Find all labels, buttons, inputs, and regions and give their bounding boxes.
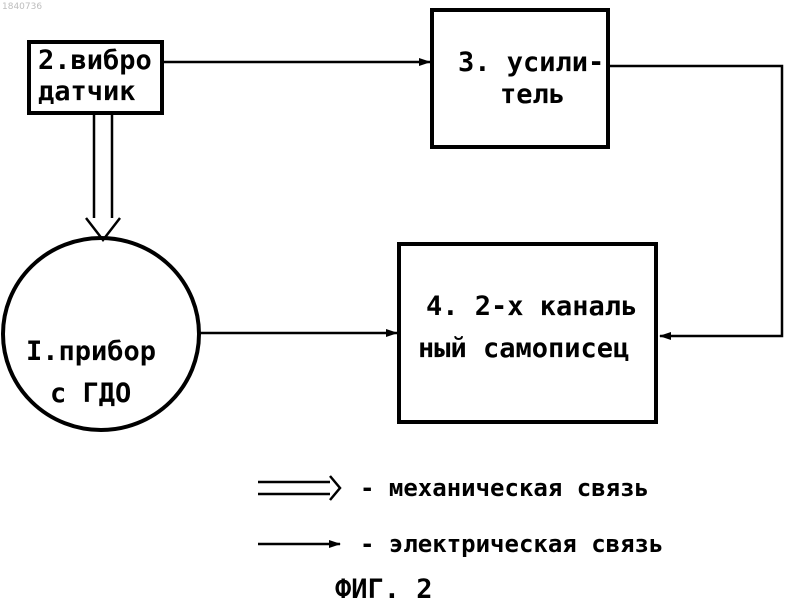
sensor-label-line2: датчик (38, 76, 136, 108)
legend-electrical-text: - электрическая связь (360, 530, 663, 558)
document-id: 1840736 (2, 2, 42, 12)
legend-mechanical-symbol (258, 476, 340, 500)
mechanical-link-sensor-to-device (86, 113, 120, 240)
recorder-label-line2: ный самописец (418, 333, 629, 365)
legend-mechanical-text: - механическая связь (360, 474, 649, 502)
device-label-line2: с ГДО (50, 378, 131, 410)
recorder-label-line1: 4. 2-х каналь (426, 291, 637, 323)
device-label-line1: I.прибор (26, 336, 156, 368)
amplifier-label-line2: тель (500, 79, 565, 111)
amplifier-label-line1: 3. усили- (458, 47, 604, 79)
figure-caption: ФИГ. 2 (335, 574, 433, 606)
sensor-label-line1: 2.вибро (38, 45, 152, 77)
